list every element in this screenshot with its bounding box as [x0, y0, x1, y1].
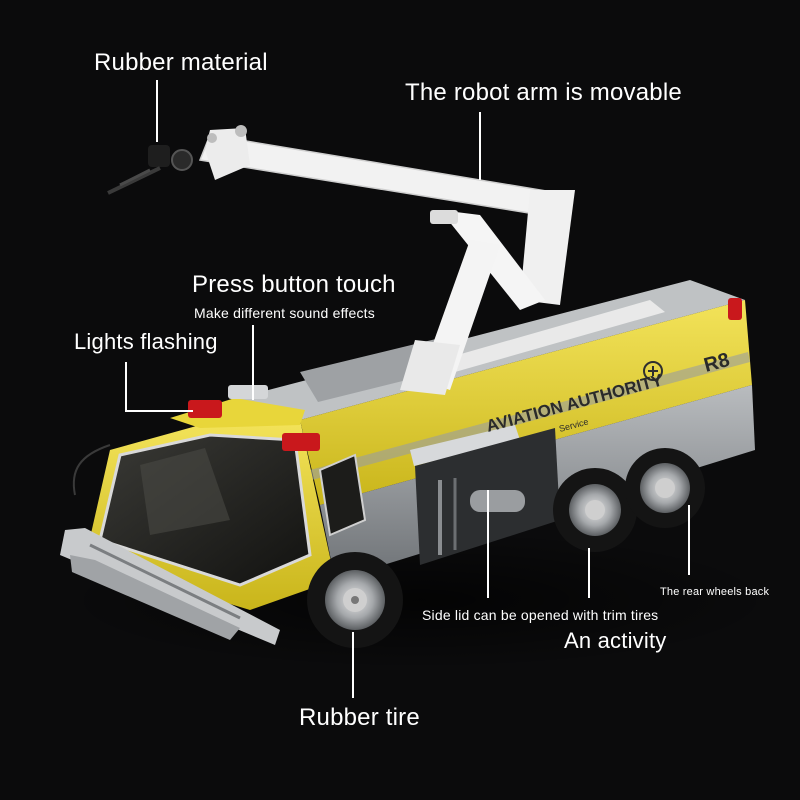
label-sound-effects: Make different sound effects: [194, 305, 375, 321]
side-lid-door: [410, 425, 520, 466]
leader-press-button: [252, 325, 254, 400]
bumper-guard: [70, 555, 240, 640]
leader-robot-arm: [479, 112, 481, 180]
leader-rubber-material: [156, 80, 158, 142]
antenna: [72, 444, 111, 496]
plane-emblem: [643, 361, 663, 381]
label-lights-flashing: Lights flashing: [74, 329, 218, 354]
label-activity: An activity: [564, 628, 667, 653]
red-light-rear: [728, 298, 742, 320]
leader-side-lid: [487, 490, 489, 598]
side-window: [318, 453, 367, 537]
red-light-right: [282, 433, 320, 451]
robot-arm: [198, 125, 575, 395]
compartment-tank: [470, 490, 525, 512]
leader-rear-wheels: [688, 505, 690, 575]
leader-lights-horizontal: [125, 410, 193, 412]
leader-activity: [588, 548, 590, 598]
middle-wheel: [553, 468, 637, 552]
front-wheel: [307, 552, 403, 648]
windshield-glare: [140, 448, 230, 535]
red-light-left: [188, 400, 222, 418]
label-rubber-material: Rubber material: [94, 49, 268, 76]
roof-ladder: [440, 300, 665, 372]
leader-rubber-tire: [352, 632, 354, 698]
label-side-lid: Side lid can be opened with trim tires: [422, 607, 659, 623]
cab-roof: [170, 398, 305, 428]
label-press-button: Press button touch: [192, 271, 396, 298]
label-rubber-tire: Rubber tire: [299, 704, 420, 731]
roof-button: [228, 385, 268, 399]
leader-lights-vertical: [125, 362, 127, 412]
label-robot-arm: The robot arm is movable: [405, 79, 682, 106]
rubber-claw: [107, 145, 193, 195]
rear-wheel: [625, 448, 705, 528]
label-rear-wheels: The rear wheels back: [660, 586, 770, 598]
